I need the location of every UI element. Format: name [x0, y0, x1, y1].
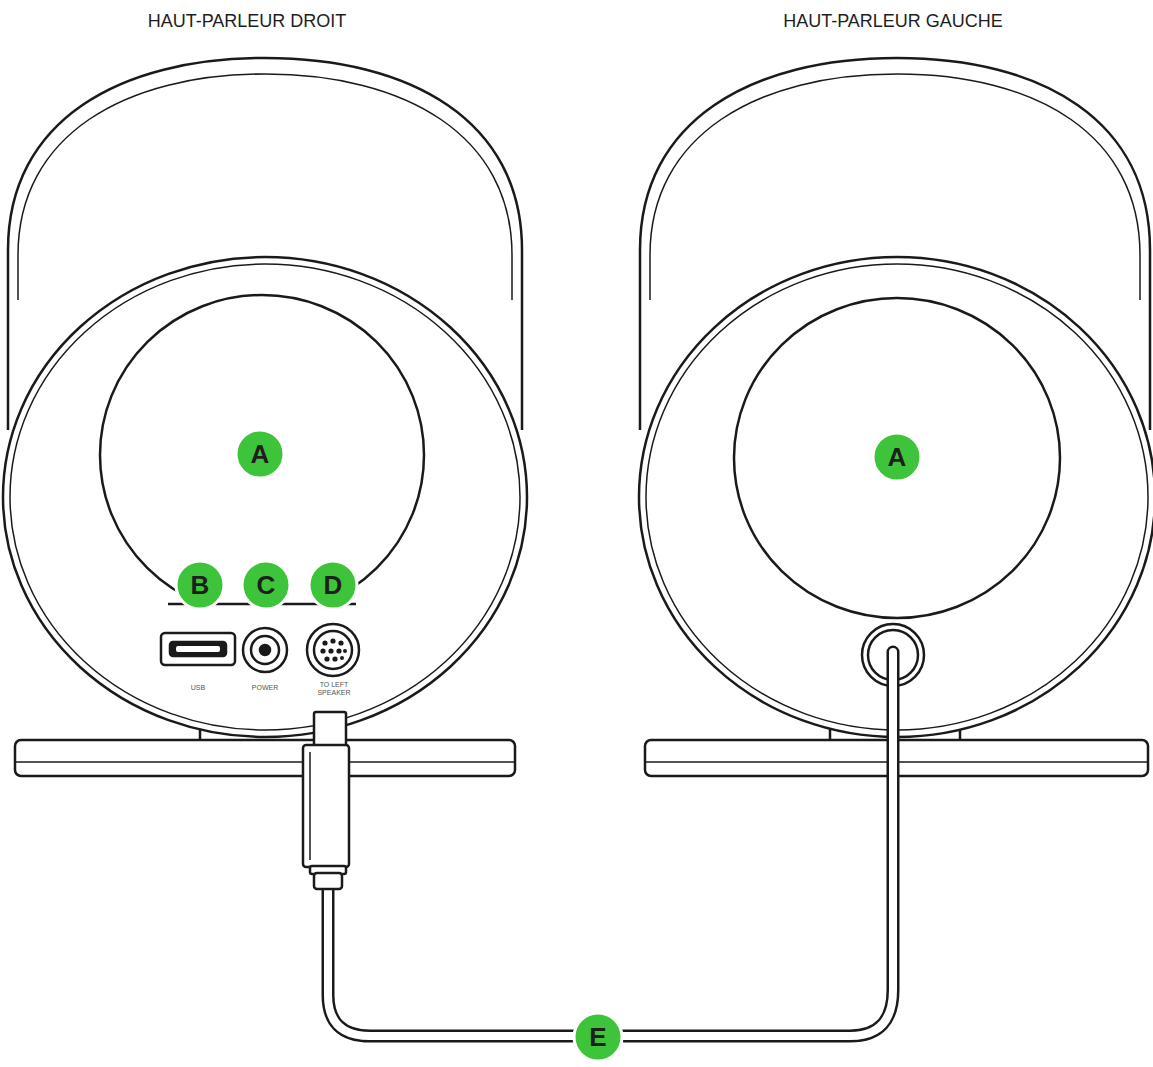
speaker-heading: HAUT-PARLEUR GAUCHE [783, 11, 1003, 33]
right-speaker [3, 58, 527, 776]
port-label: USB [191, 684, 205, 692]
callout-letter: E [589, 1022, 606, 1053]
callout-letter: B [191, 570, 210, 601]
callout-letter: A [251, 439, 270, 470]
speaker-heading: HAUT-PARLEUR DROIT [148, 11, 347, 33]
callout-letter: A [888, 442, 907, 473]
speaker-cable [303, 652, 893, 1036]
port-label: POWER [252, 684, 278, 692]
callout-circles [176, 430, 921, 1061]
callout-letter: C [257, 570, 276, 601]
callout-letter: D [324, 570, 343, 601]
port-label: TO LEFT SPEAKER [314, 681, 354, 697]
